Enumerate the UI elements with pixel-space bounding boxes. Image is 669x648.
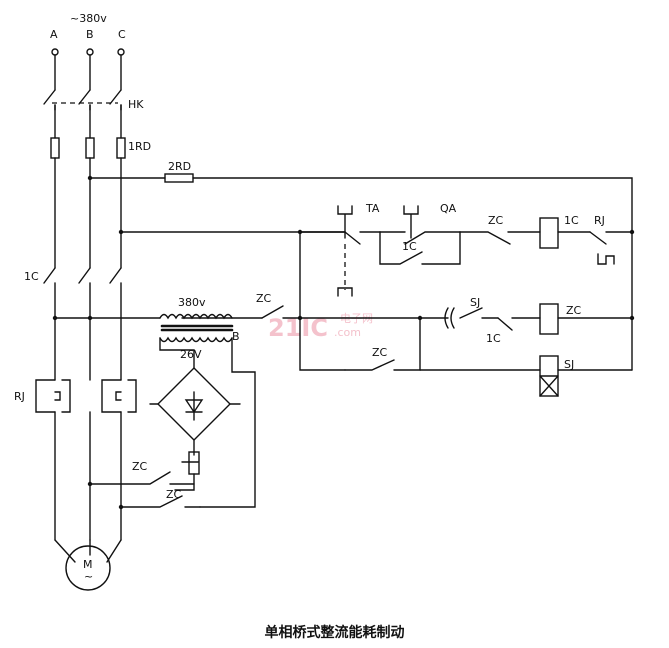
c1-interlock-contact [497, 317, 541, 331]
sj-contact-label: SJ [470, 296, 480, 309]
supply-voltage-label: ~380v [70, 12, 107, 25]
coil-sj [419, 355, 633, 397]
watermark-com: .com [334, 326, 361, 339]
fuse-1rd [50, 137, 126, 159]
fuse-2rd [164, 173, 194, 183]
supply-terminals [51, 48, 125, 56]
coil-1c [539, 217, 591, 249]
zc-interlock-contact [459, 231, 541, 245]
phase-b-label: B [86, 28, 94, 41]
fuse-2rd-label: 2RD [168, 160, 191, 173]
main-contactor-label: 1C [24, 270, 39, 283]
zc-hold-label: ZC [372, 346, 388, 359]
motor: M ~ [54, 539, 122, 591]
transformer-voltage-label: 380v [178, 296, 206, 309]
ta-no-contact [337, 287, 353, 297]
dc-resistor [181, 451, 200, 475]
rj-contact-label: RJ [594, 214, 605, 227]
hold-contact-1c [379, 231, 461, 265]
zc-transformer-contact [261, 305, 301, 319]
rj-reset-symbol [597, 253, 615, 265]
hold-contact-label: 1C [402, 240, 417, 253]
secondary-voltage-label: 26V [180, 348, 202, 361]
transformer-label: B [232, 330, 240, 343]
transformer-secondary [159, 337, 256, 508]
hk-label: HK [128, 98, 144, 111]
coil-1c-label: 1C [564, 214, 579, 227]
zc-interlock-label: ZC [488, 214, 504, 227]
zc-dc1-label: ZC [132, 460, 148, 473]
coil-zc [539, 303, 633, 335]
zc-dc-contact-2 [120, 495, 201, 508]
control-supply-top [89, 177, 633, 233]
stop-button-ta [337, 205, 381, 245]
coil-sj-label: SJ [564, 358, 574, 371]
sj-time-contact [419, 307, 499, 329]
zc-dc2-label: ZC [166, 488, 182, 501]
control-left-bus [299, 231, 346, 371]
main-contactor-1c [43, 267, 122, 284]
hk-switch [43, 89, 122, 111]
phase-a-label: A [50, 28, 58, 41]
start-button-label: QA [440, 202, 457, 215]
motor-tilde: ~ [84, 570, 93, 583]
power-lines [54, 54, 122, 541]
dc-lead-1 [174, 473, 195, 491]
bridge-rectifier [149, 367, 241, 441]
fuse-1rd-label: 1RD [128, 140, 151, 153]
diagram-caption: 单相桥式整流能耗制动 [264, 625, 405, 641]
rj-nc-contact [589, 231, 633, 245]
phase-c-label: C [118, 28, 126, 41]
thermal-relay-rj [35, 379, 137, 413]
transformer-b [159, 313, 234, 343]
stop-button-label: TA [365, 202, 380, 215]
motor-label: M [83, 558, 93, 571]
start-button-qa [379, 205, 461, 245]
zc-transformer-label: ZC [256, 292, 272, 305]
c1-interlock-label: 1C [486, 332, 501, 345]
zc-dc-contact-1 [89, 471, 195, 485]
coil-zc-label: ZC [566, 304, 582, 317]
thermal-relay-label: RJ [14, 390, 25, 403]
watermark: 21IC 电子网 .com [268, 312, 373, 342]
